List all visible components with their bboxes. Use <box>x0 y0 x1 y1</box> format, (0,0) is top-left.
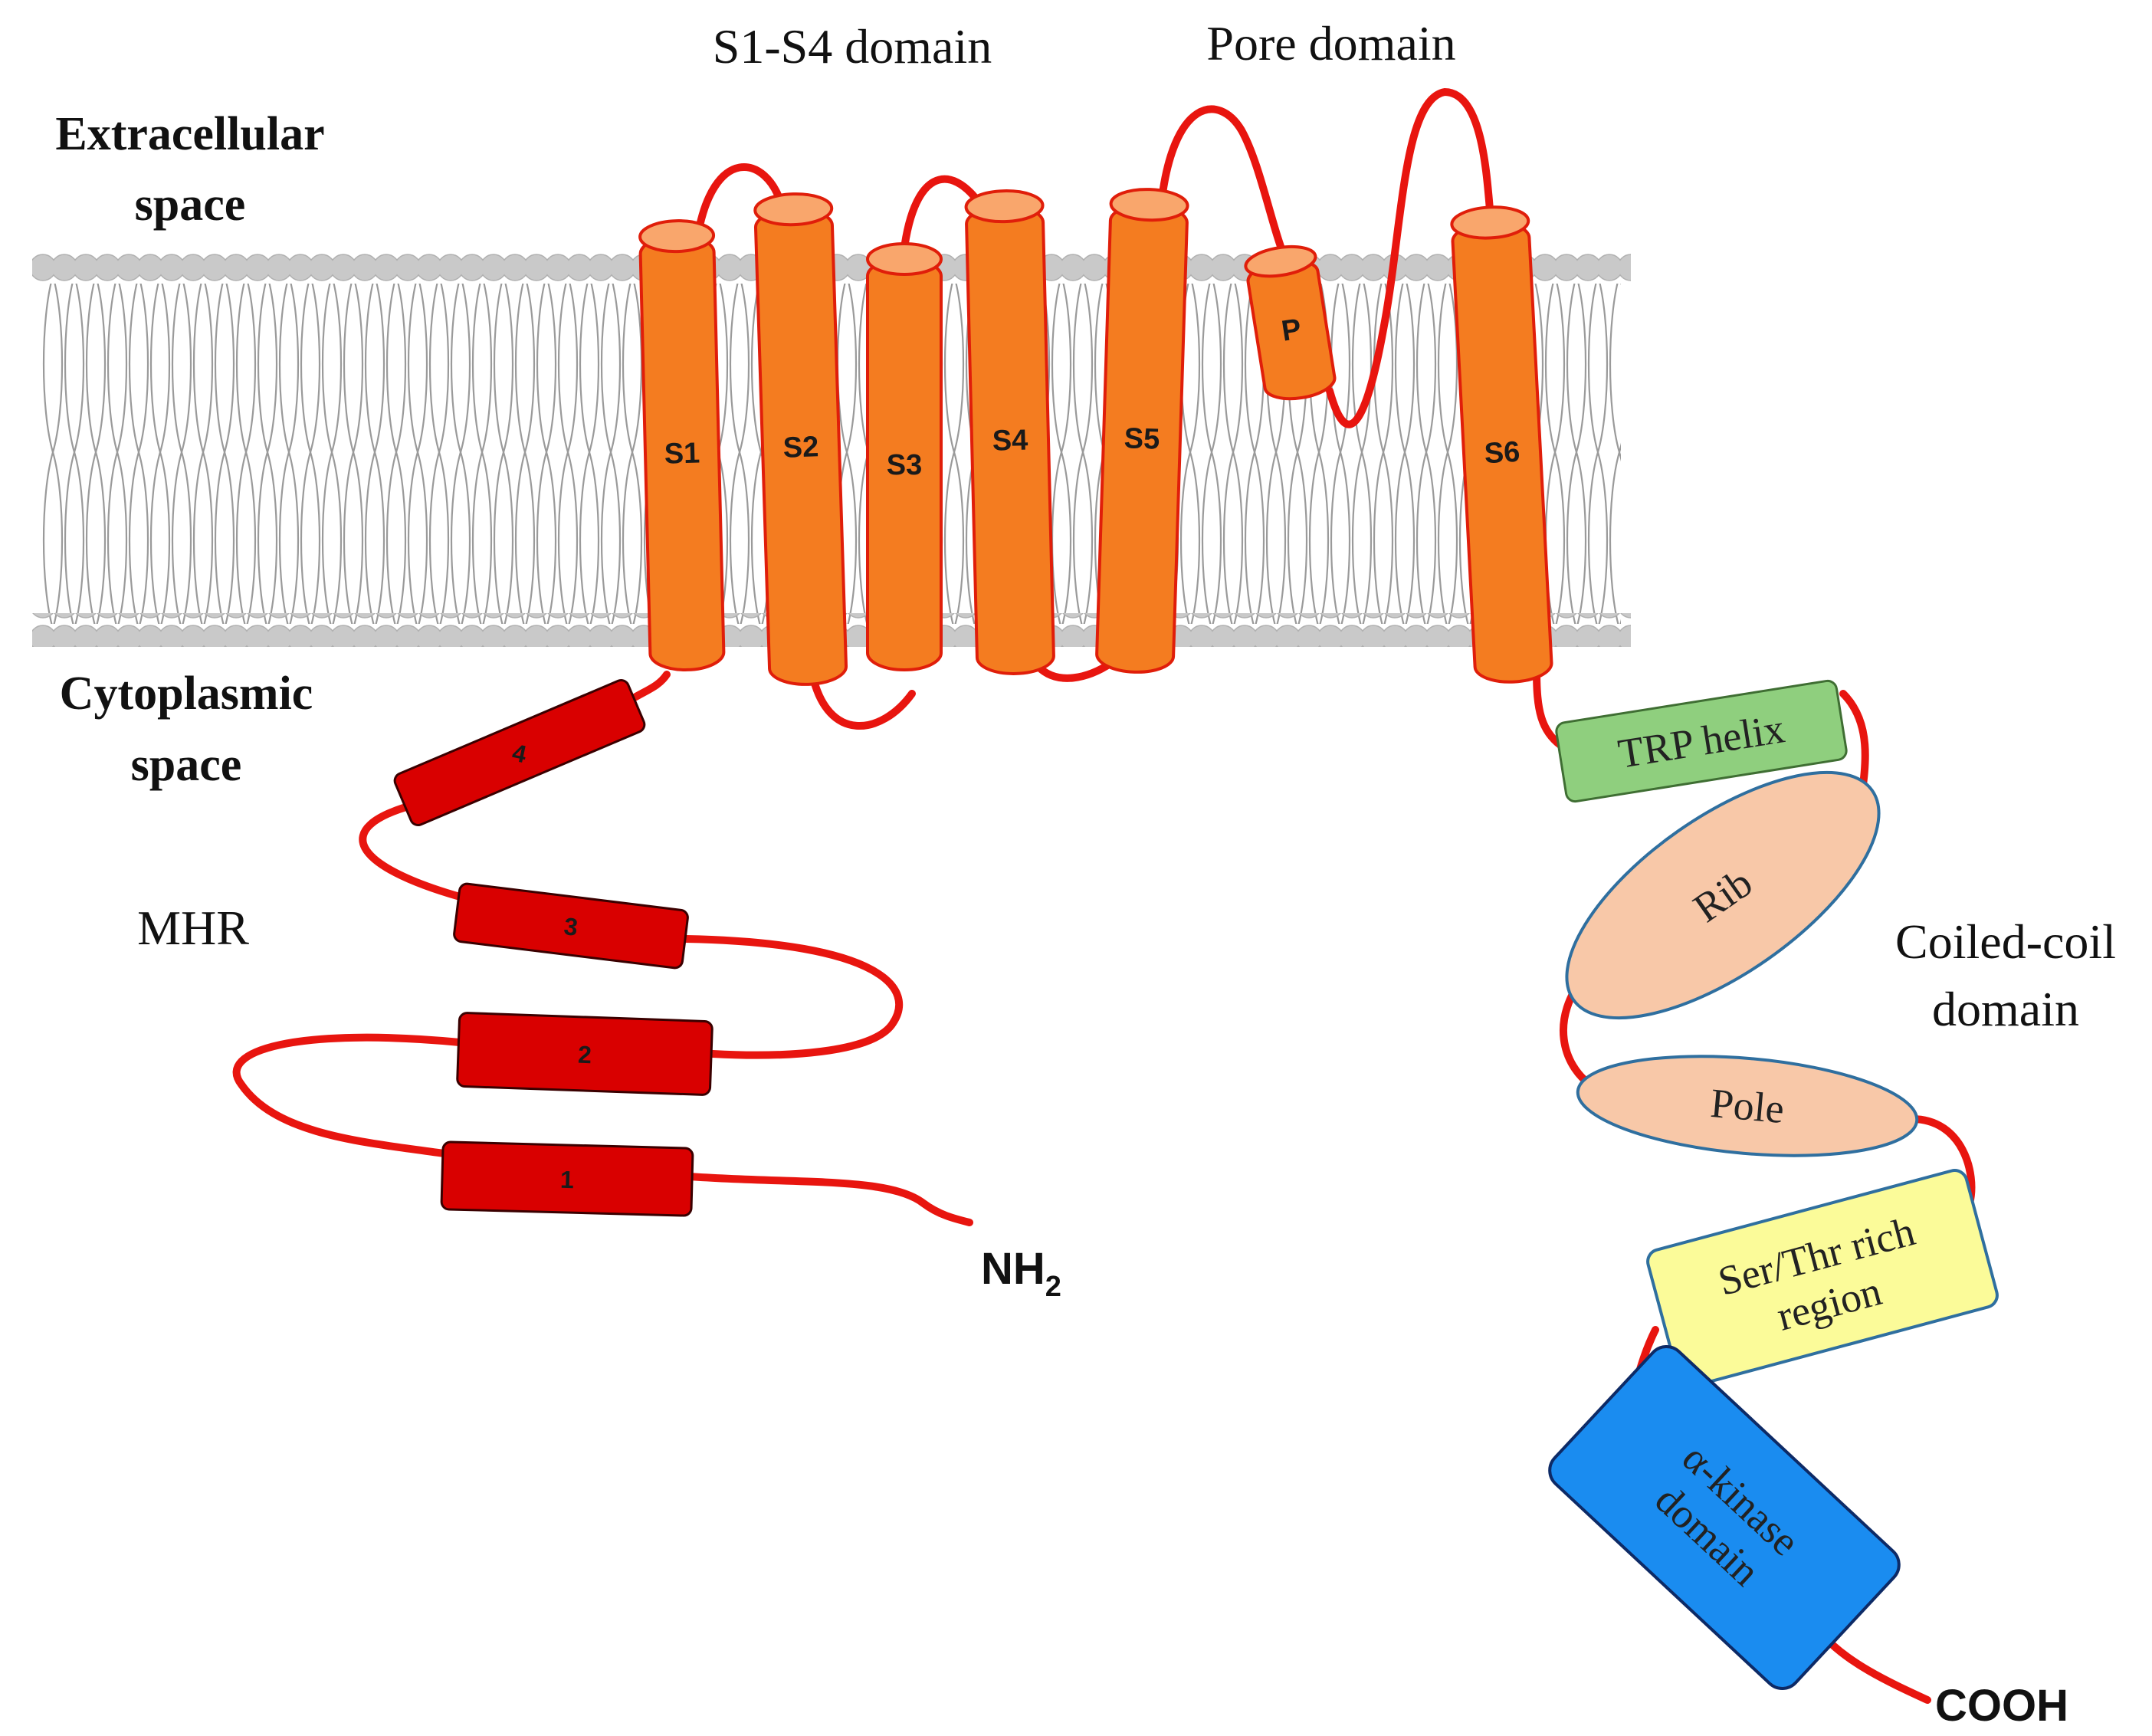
coiled-coil-label-line-2: domain <box>1932 982 2079 1036</box>
helix-s4-label: S4 <box>992 424 1028 457</box>
helix-s1-label: S1 <box>664 437 700 470</box>
helix-s6: S6 <box>1450 205 1553 684</box>
mhr-segment-2-label: 2 <box>577 1041 592 1069</box>
extracellular-label-line-2: space <box>135 179 246 231</box>
helix-s2: S2 <box>753 192 848 686</box>
cytoplasmic-label-line-1: Cytoplasmic <box>60 668 313 720</box>
helix-s1: S1 <box>638 219 726 671</box>
c-terminus-label: COOH <box>1935 1681 2068 1731</box>
mhr-segment-4: 4 <box>393 679 646 826</box>
s1-s4-domain-title: S1-S4 domain <box>713 19 992 74</box>
tail-n-terminus <box>686 1173 973 1226</box>
mhr-segment-2: 2 <box>456 1012 714 1096</box>
tail-c-terminus <box>1816 1629 1931 1704</box>
helix-s6-label: S6 <box>1484 436 1521 470</box>
helix-s3-label: S3 <box>887 449 922 481</box>
pole-domain-label: Pole <box>1709 1080 1786 1132</box>
helix-s5-label: S5 <box>1124 422 1160 455</box>
extracellular-label-line-1: Extracellular <box>55 108 324 160</box>
loop-p-s6 <box>1326 87 1494 428</box>
cytoplasmic-label-line-2: space <box>131 739 242 791</box>
linker-s6-trp <box>1533 667 1567 751</box>
pore-domain-title: Pore domain <box>1206 16 1455 71</box>
helix-p: P <box>1244 244 1337 401</box>
loop-mhr3-mhr2 <box>682 935 903 1059</box>
mhr-segment-1-label: 1 <box>560 1166 575 1193</box>
coiled-coil-label-line-1: Coiled-coil <box>1895 914 2116 969</box>
n-terminus-main: NH <box>981 1244 1045 1294</box>
trp-helix: TRP helix <box>1555 679 1848 803</box>
loop-mhr4-mhr3 <box>359 801 464 901</box>
helix-s2-label: S2 <box>782 431 819 464</box>
mhr-segment-1: 1 <box>440 1140 694 1217</box>
mhr-label: MHR <box>137 901 249 955</box>
linker-s1-mhr4 <box>631 671 671 701</box>
loop-s5-p <box>1157 105 1291 268</box>
alpha-kinase-domain: α-kinase domain <box>1548 1344 1901 1691</box>
helix-s4: S4 <box>964 189 1055 675</box>
loop-s2-s3 <box>809 671 916 730</box>
loop-s1-s2 <box>694 163 786 241</box>
loop-s3-s4 <box>899 175 985 264</box>
loop-s4-s5 <box>1035 659 1115 682</box>
loop-mhr2-mhr1 <box>232 1033 464 1157</box>
n-terminus-label: NH2 <box>981 1244 1061 1303</box>
mhr-segment-3: 3 <box>453 882 689 970</box>
n-terminus-subscript: 2 <box>1045 1271 1061 1303</box>
helix-s5: S5 <box>1095 188 1189 674</box>
mhr-segment-3-label: 3 <box>563 912 579 941</box>
ser-thr-rich-region: Ser/Thr rich region <box>1646 1169 1999 1388</box>
helix-s3: S3 <box>866 242 943 671</box>
svg-text:NH2: NH2 <box>981 1244 1061 1303</box>
rib-domain: Rib <box>1565 770 1881 1020</box>
pole-domain: Pole <box>1576 1055 1919 1157</box>
